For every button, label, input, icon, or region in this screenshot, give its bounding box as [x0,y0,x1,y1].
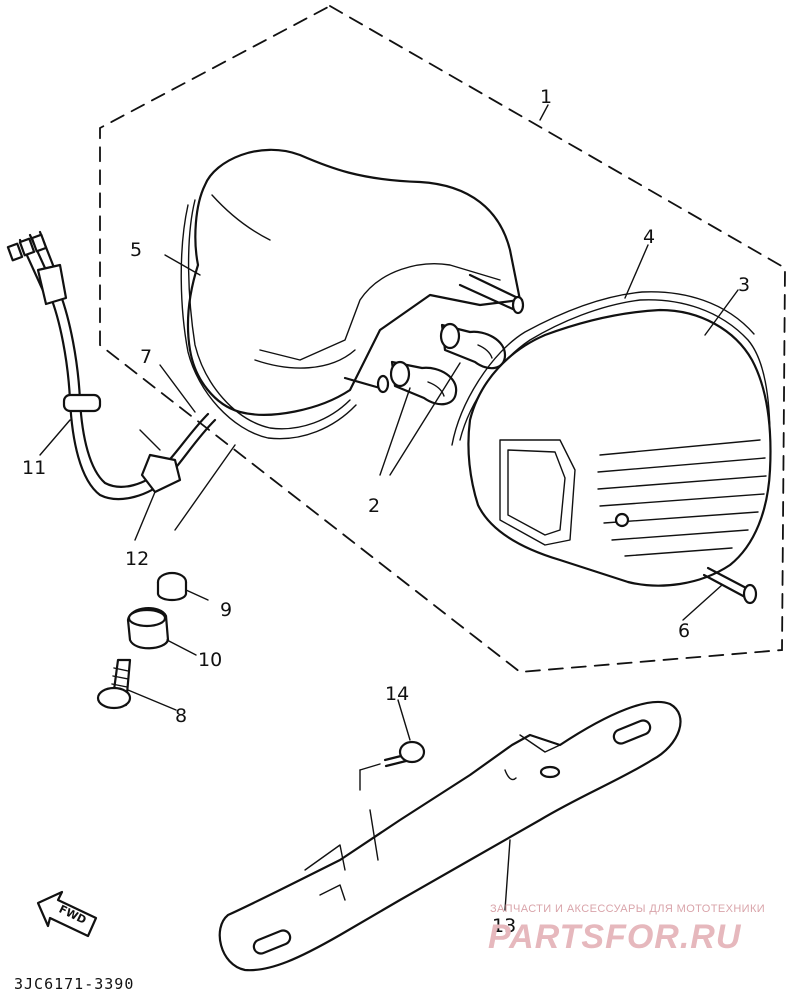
housing-base [180,148,522,440]
callout-4: 4 [643,226,655,248]
callout-5: 5 [130,239,142,261]
bulb-lower [389,360,458,406]
lens-hatching [597,439,767,557]
grommet-upper [62,393,102,413]
bolt [96,658,132,710]
callout-2: 2 [368,495,380,517]
callout-9: 9 [220,599,232,621]
forward-arrow: FWD [36,890,98,938]
callout-1: 1 [540,86,552,108]
tail-lens [467,308,772,587]
wire-harness [6,230,217,500]
callout-8: 8 [175,705,187,727]
callout-12: 12 [125,548,149,570]
callout-6: 6 [678,620,690,642]
nut [156,571,188,602]
leader-lines [39,104,739,911]
callout-11: 11 [22,457,46,479]
watermark-tagline: ЗАПЧАСТИ И АКСЕССУАРЫ ДЛЯ МОТОТЕХНИКИ [490,903,765,915]
assembly-outline [99,4,786,673]
bulb-upper [439,322,507,370]
callout-3: 3 [738,274,750,296]
callout-7: 7 [140,346,152,368]
lens-screw [702,566,758,605]
socket-pins [343,273,525,394]
callout-10: 10 [198,649,222,671]
watermark-brand: PARTSFOR.RU [488,918,742,956]
callout-14: 14 [385,683,409,705]
callout-numbers: 1 2 3 4 5 6 7 8 9 10 11 12 13 14 [22,86,750,937]
callout-13: 13 [492,915,516,937]
grommet-lower [140,453,182,494]
license-bracket [218,700,682,972]
drawing-code: 3JC6171-3390 [14,975,134,993]
collar [126,607,170,650]
bracket-screw [359,740,426,861]
